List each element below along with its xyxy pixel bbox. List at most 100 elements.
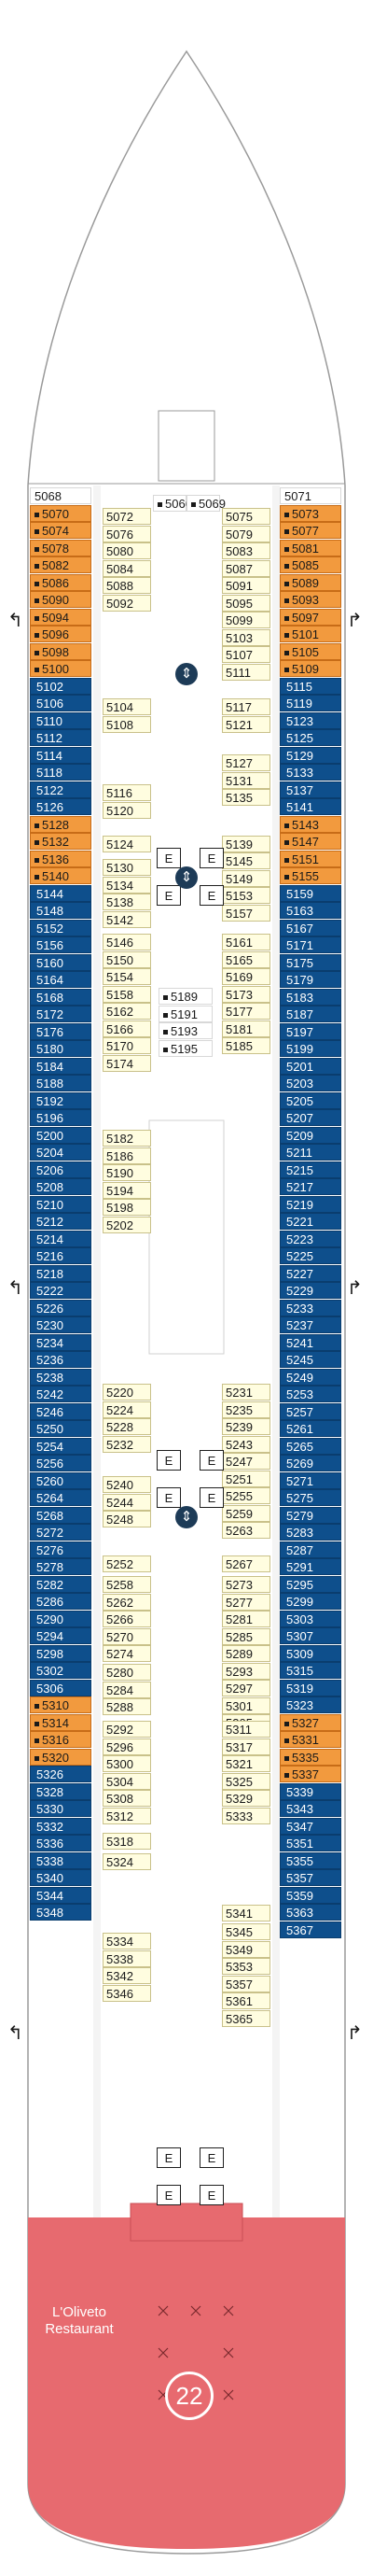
cabin[interactable]: 5091	[222, 577, 270, 594]
cabin[interactable]: 5281	[222, 1611, 270, 1627]
cabin[interactable]: 5105	[280, 642, 341, 660]
cabin[interactable]: 5236	[30, 1351, 91, 1368]
cabin[interactable]: 5080	[103, 542, 151, 559]
cabin[interactable]: 5143	[280, 815, 341, 833]
cabin[interactable]: 5361	[222, 1992, 270, 2009]
cabin[interactable]: 5273	[222, 1576, 270, 1593]
cabin[interactable]: 5237	[280, 1316, 341, 1333]
cabin[interactable]: 5187	[280, 1006, 341, 1022]
cabin[interactable]: 5242	[30, 1386, 91, 1402]
cabin[interactable]: 5306	[30, 1679, 91, 1696]
cabin[interactable]: 5223	[280, 1230, 341, 1247]
cabin[interactable]: 5308	[103, 1790, 151, 1807]
cabin[interactable]: 5345	[222, 1923, 270, 1940]
cabin[interactable]: 5095	[222, 594, 270, 612]
cabin[interactable]: 5210	[30, 1195, 91, 1213]
cabin[interactable]: 5312	[103, 1807, 151, 1824]
cabin[interactable]: 5221	[280, 1213, 341, 1230]
cabin[interactable]: 5090	[30, 591, 91, 608]
cabin[interactable]: 5336	[30, 1835, 91, 1851]
cabin[interactable]: 5327	[280, 1713, 341, 1731]
cabin[interactable]: 5230	[30, 1316, 91, 1333]
cabin[interactable]: 5133	[280, 764, 341, 781]
cabin[interactable]: 5212	[30, 1213, 91, 1230]
cabin[interactable]: 5241	[280, 1333, 341, 1351]
cabin[interactable]: 5226	[30, 1299, 91, 1316]
cabin[interactable]: 5325	[222, 1772, 270, 1790]
cabin[interactable]: 5125	[280, 729, 341, 746]
cabin[interactable]: 5220	[103, 1384, 151, 1401]
cabin[interactable]: 5353	[222, 1958, 270, 1975]
cabin[interactable]: 5199	[280, 1040, 341, 1057]
cabin[interactable]: 5114	[30, 746, 91, 764]
cabin[interactable]: 5158	[103, 985, 151, 1003]
cabin[interactable]: 5188	[30, 1075, 91, 1091]
cabin[interactable]: 5081	[280, 539, 341, 556]
cabin[interactable]: 5149	[222, 869, 270, 887]
cabin[interactable]: 5255	[222, 1487, 270, 1504]
cabin[interactable]: 5076	[103, 525, 151, 542]
cabin[interactable]: 5169	[222, 968, 270, 985]
cabin[interactable]: 5317	[222, 1738, 270, 1755]
cabin[interactable]: 5239	[222, 1418, 270, 1435]
cabin[interactable]: 5342	[103, 1967, 151, 1984]
cabin[interactable]: 5282	[30, 1575, 91, 1593]
cabin[interactable]: 5148	[30, 902, 91, 919]
cabin[interactable]: 5293	[222, 1662, 270, 1680]
cabin[interactable]: 5355	[280, 1851, 341, 1869]
cabin[interactable]: 5365	[222, 2009, 270, 2027]
cabin[interactable]: 5234	[30, 1333, 91, 1351]
cabin[interactable]: 5254	[30, 1437, 91, 1455]
cabin[interactable]: 5291	[280, 1558, 341, 1575]
cabin[interactable]: 5072	[103, 508, 151, 525]
cabin[interactable]: 5301	[222, 1696, 270, 1714]
cabin[interactable]: 5131	[222, 771, 270, 789]
cabin[interactable]: 5333	[222, 1807, 270, 1824]
cabin[interactable]: 5066	[153, 495, 192, 512]
cabin[interactable]: 5275	[280, 1489, 341, 1506]
cabin[interactable]: 5168	[30, 988, 91, 1006]
cabin[interactable]: 5126	[30, 798, 91, 815]
cabin[interactable]: 5137	[280, 781, 341, 798]
cabin[interactable]: 5157	[222, 904, 270, 922]
cabin[interactable]: 5243	[222, 1435, 270, 1453]
cabin[interactable]: 5225	[280, 1247, 341, 1264]
cabin[interactable]: 5134	[103, 876, 151, 894]
cabin[interactable]: 5165	[222, 950, 270, 968]
cabin[interactable]: 5197	[280, 1022, 341, 1040]
cabin[interactable]: 5257	[280, 1402, 341, 1420]
cabin[interactable]: 5107	[222, 646, 270, 663]
cabin[interactable]: 5233	[280, 1299, 341, 1316]
cabin[interactable]: 5253	[280, 1386, 341, 1402]
cabin[interactable]: 5310	[30, 1696, 91, 1713]
cabin[interactable]: 5247	[222, 1453, 270, 1470]
cabin[interactable]: 5099	[222, 612, 270, 628]
cabin[interactable]: 5208	[30, 1178, 91, 1195]
cabin[interactable]: 5209	[280, 1126, 341, 1144]
cabin[interactable]: 5240	[103, 1476, 151, 1493]
cabin[interactable]: 5256	[30, 1455, 91, 1471]
cabin[interactable]: 5295	[280, 1575, 341, 1593]
cabin[interactable]: 5146	[103, 934, 151, 950]
cabin[interactable]: 5174	[103, 1054, 151, 1072]
cabin[interactable]: 5166	[103, 1020, 151, 1037]
cabin[interactable]: 5331	[280, 1731, 341, 1748]
cabin[interactable]: 5279	[280, 1506, 341, 1524]
cabin[interactable]: 5112	[30, 729, 91, 746]
cabin[interactable]: 5098	[30, 642, 91, 660]
cabin[interactable]: 5136	[30, 850, 91, 867]
cabin[interactable]: 5267	[222, 1555, 270, 1572]
cabin[interactable]: 5159	[280, 884, 341, 902]
cabin[interactable]: 5298	[30, 1644, 91, 1662]
cabin[interactable]: 5122	[30, 781, 91, 798]
cabin[interactable]: 5070	[30, 504, 91, 522]
cabin[interactable]: 5272	[30, 1524, 91, 1541]
cabin[interactable]: 5196	[30, 1109, 91, 1126]
cabin[interactable]: 5200	[30, 1126, 91, 1144]
cabin[interactable]: 5263	[222, 1522, 270, 1539]
cabin[interactable]: 5118	[30, 764, 91, 781]
cabin[interactable]: 5120	[103, 801, 151, 819]
cabin[interactable]: 5121	[222, 715, 270, 733]
cabin[interactable]: 5259	[222, 1504, 270, 1522]
cabin[interactable]: 5206	[30, 1161, 91, 1178]
